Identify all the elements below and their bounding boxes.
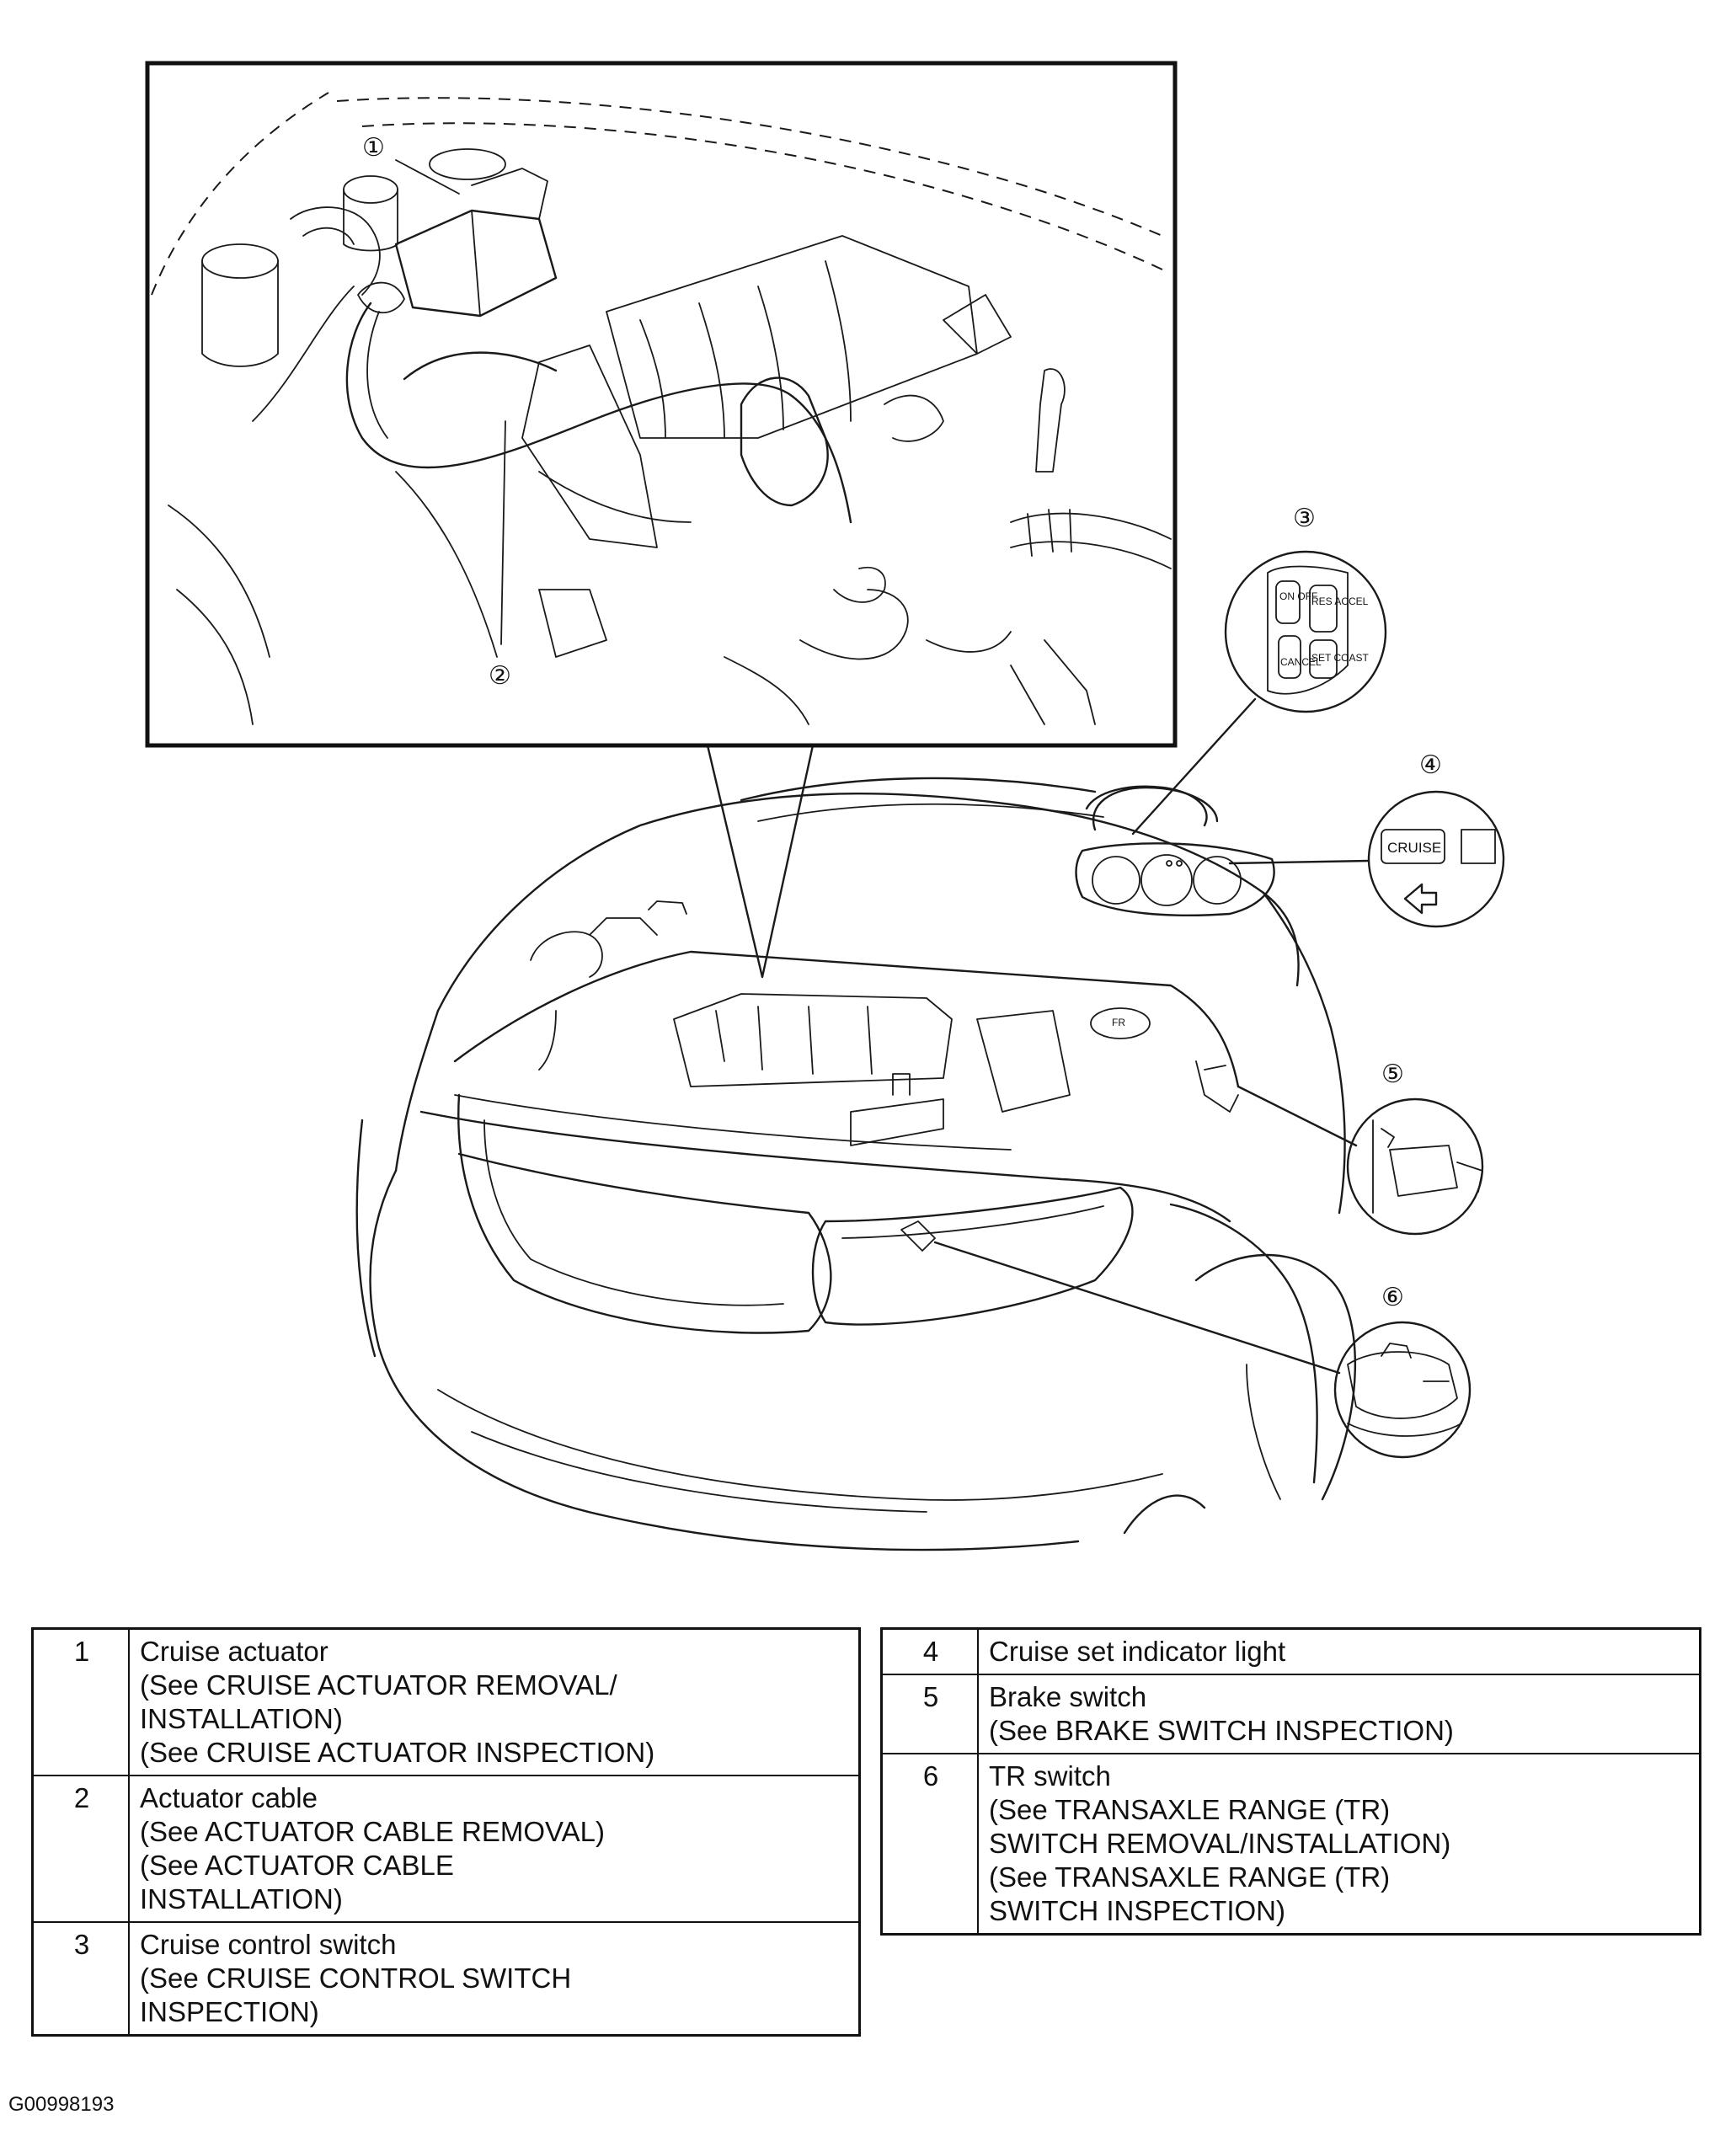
item-number: 1	[31, 1627, 130, 1776]
table-row: 1 Cruise actuator (See CRUISE ACTUATOR R…	[31, 1627, 861, 1776]
item-description: Cruise actuator (See CRUISE ACTUATOR REM…	[128, 1627, 861, 1776]
table-row: 3 Cruise control switch (See CRUISE CONT…	[31, 1921, 861, 2037]
table-row: 5 Brake switch (See BRAKE SWITCH INSPECT…	[880, 1674, 1701, 1754]
callout-6: ⑥	[1381, 1284, 1404, 1311]
cancel-label: CANCEL	[1280, 656, 1322, 668]
tr-switch-detail	[933, 1241, 1472, 1459]
item-description: TR switch (See TRANSAXLE RANGE (TR) SWIT…	[977, 1753, 1701, 1936]
on-off-label: ON OFF	[1279, 590, 1317, 602]
brake-switch-detail	[1237, 1085, 1484, 1236]
item-number: 2	[31, 1775, 130, 1923]
callout-2: ②	[489, 662, 511, 690]
cruise-control-switch-detail: ON OFF RES ACCEL CANCEL SET COAST	[1131, 550, 1387, 836]
cruise-indicator-detail: CRUISE	[1228, 790, 1505, 928]
fr-mark: FR	[1112, 1017, 1125, 1028]
item-description: Cruise control switch (See CRUISE CONTRO…	[128, 1921, 861, 2037]
table-row: 6 TR switch (See TRANSAXLE RANGE (TR) SW…	[880, 1753, 1701, 1936]
legend-table-left: 1 Cruise actuator (See CRUISE ACTUATOR R…	[31, 1627, 861, 2037]
component-location-diagram: FR	[145, 61, 1505, 1551]
callout-5: ⑤	[1381, 1060, 1404, 1088]
item-number: 5	[880, 1674, 979, 1754]
item-description: Actuator cable (See ACTUATOR CABLE REMOV…	[128, 1775, 861, 1923]
item-number: 4	[880, 1627, 979, 1675]
callout-3: ③	[1293, 505, 1316, 532]
figure-id: G00998193	[8, 2093, 115, 2116]
item-description: Brake switch (See BRAKE SWITCH INSPECTIO…	[977, 1674, 1701, 1754]
set-coast-label: SET COAST	[1311, 652, 1369, 664]
item-description: Cruise set indicator light	[977, 1627, 1701, 1675]
callout-4: ④	[1419, 751, 1442, 779]
cruise-indicator-label: CRUISE	[1387, 840, 1441, 856]
engine-bay-inset	[145, 61, 1178, 748]
table-row: 4 Cruise set indicator light	[880, 1627, 1701, 1675]
inset-pointer	[706, 744, 815, 979]
item-number: 6	[880, 1753, 979, 1936]
legend-table-right: 4 Cruise set indicator light 5 Brake swi…	[880, 1627, 1701, 1936]
res-accel-label: RES ACCEL	[1311, 595, 1369, 607]
item-number: 3	[31, 1921, 130, 2037]
table-row: 2 Actuator cable (See ACTUATOR CABLE REM…	[31, 1775, 861, 1923]
vehicle-illustration: FR	[355, 777, 1357, 1551]
callout-1: ①	[362, 134, 385, 162]
